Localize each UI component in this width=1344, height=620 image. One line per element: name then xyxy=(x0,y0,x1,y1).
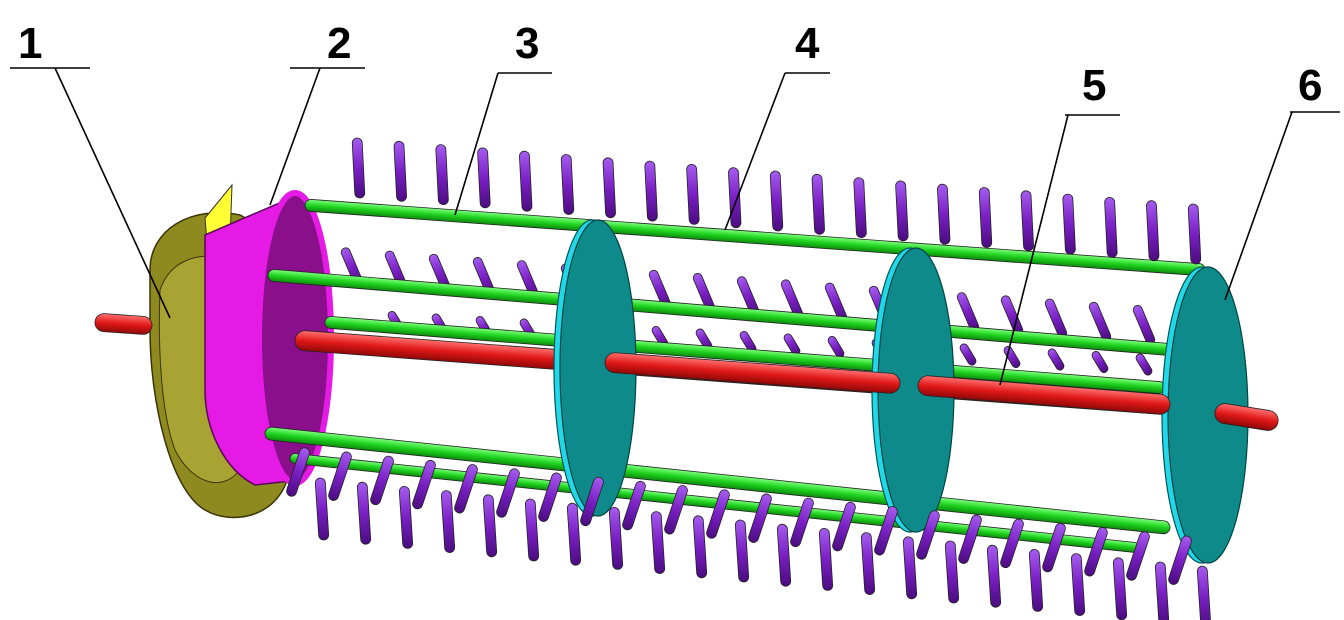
tine xyxy=(1196,565,1212,620)
main-shaft xyxy=(604,352,1279,431)
main-shaft xyxy=(1214,403,1279,431)
tine xyxy=(519,150,533,212)
tine xyxy=(1044,298,1068,339)
tine xyxy=(769,170,784,232)
tine xyxy=(650,511,666,575)
tine xyxy=(496,468,520,518)
tine xyxy=(1091,351,1109,373)
tooth-rod xyxy=(264,426,1171,535)
callout-4: 4 xyxy=(795,19,820,68)
tine xyxy=(958,514,982,564)
tine xyxy=(728,167,742,229)
tine xyxy=(692,515,708,579)
callout-2: 2 xyxy=(327,19,351,68)
tine xyxy=(1104,196,1118,258)
callout-3: 3 xyxy=(515,19,539,68)
tine xyxy=(370,455,394,506)
tine xyxy=(440,490,456,554)
tine xyxy=(1062,193,1076,255)
tine xyxy=(811,173,825,235)
tine xyxy=(895,180,909,242)
tine xyxy=(622,480,646,531)
tine xyxy=(328,451,352,501)
callout-1: 1 xyxy=(18,19,42,68)
tine xyxy=(566,502,582,566)
tine xyxy=(1135,353,1153,376)
tine xyxy=(538,472,562,522)
support-discs xyxy=(553,219,1249,564)
tine xyxy=(393,140,407,202)
callout-5: 5 xyxy=(1082,61,1106,110)
tine xyxy=(1132,305,1156,345)
tine xyxy=(1146,200,1160,262)
tine xyxy=(986,544,1002,608)
tine xyxy=(832,501,856,552)
tine xyxy=(748,493,772,543)
callout-leaders xyxy=(10,67,1340,386)
tine xyxy=(776,523,792,587)
tine xyxy=(1126,531,1150,581)
tine xyxy=(1000,518,1024,569)
tine xyxy=(454,464,478,514)
tine xyxy=(560,154,575,215)
tine xyxy=(734,519,750,583)
tine xyxy=(398,485,414,549)
tine xyxy=(978,187,993,248)
tine xyxy=(1028,548,1044,612)
tine xyxy=(937,183,951,245)
tine xyxy=(790,497,814,548)
tine xyxy=(853,177,867,239)
tine xyxy=(1047,348,1065,371)
tine xyxy=(1168,535,1192,585)
tine xyxy=(356,481,372,545)
tine xyxy=(524,498,540,562)
tine xyxy=(412,459,436,510)
tine xyxy=(1084,527,1108,577)
tine xyxy=(1112,557,1128,620)
tine xyxy=(1020,190,1034,252)
tine xyxy=(314,477,330,541)
main-shaft xyxy=(917,375,1171,415)
tine xyxy=(664,485,688,535)
tine xyxy=(1154,561,1170,620)
tine xyxy=(435,144,449,206)
callout-6: 6 xyxy=(1298,61,1322,110)
tine xyxy=(1042,522,1066,573)
tine xyxy=(860,532,876,596)
tine xyxy=(902,536,918,600)
tine xyxy=(602,157,616,219)
main-shaft xyxy=(604,352,901,394)
main-shaft xyxy=(94,313,153,335)
tine xyxy=(1088,301,1112,342)
tine xyxy=(644,160,658,222)
tine xyxy=(1187,203,1202,265)
tine xyxy=(580,476,604,527)
tine xyxy=(608,506,624,570)
tine xyxy=(874,506,898,556)
tine xyxy=(944,540,960,604)
tine xyxy=(1070,553,1086,617)
tine xyxy=(351,137,366,199)
tine xyxy=(916,510,940,560)
tines xyxy=(286,137,1212,620)
tine xyxy=(706,489,730,539)
tine xyxy=(686,163,700,225)
tine xyxy=(818,527,834,591)
tine xyxy=(286,447,310,497)
tine xyxy=(959,343,977,366)
tine xyxy=(477,147,491,209)
tine xyxy=(482,494,498,558)
